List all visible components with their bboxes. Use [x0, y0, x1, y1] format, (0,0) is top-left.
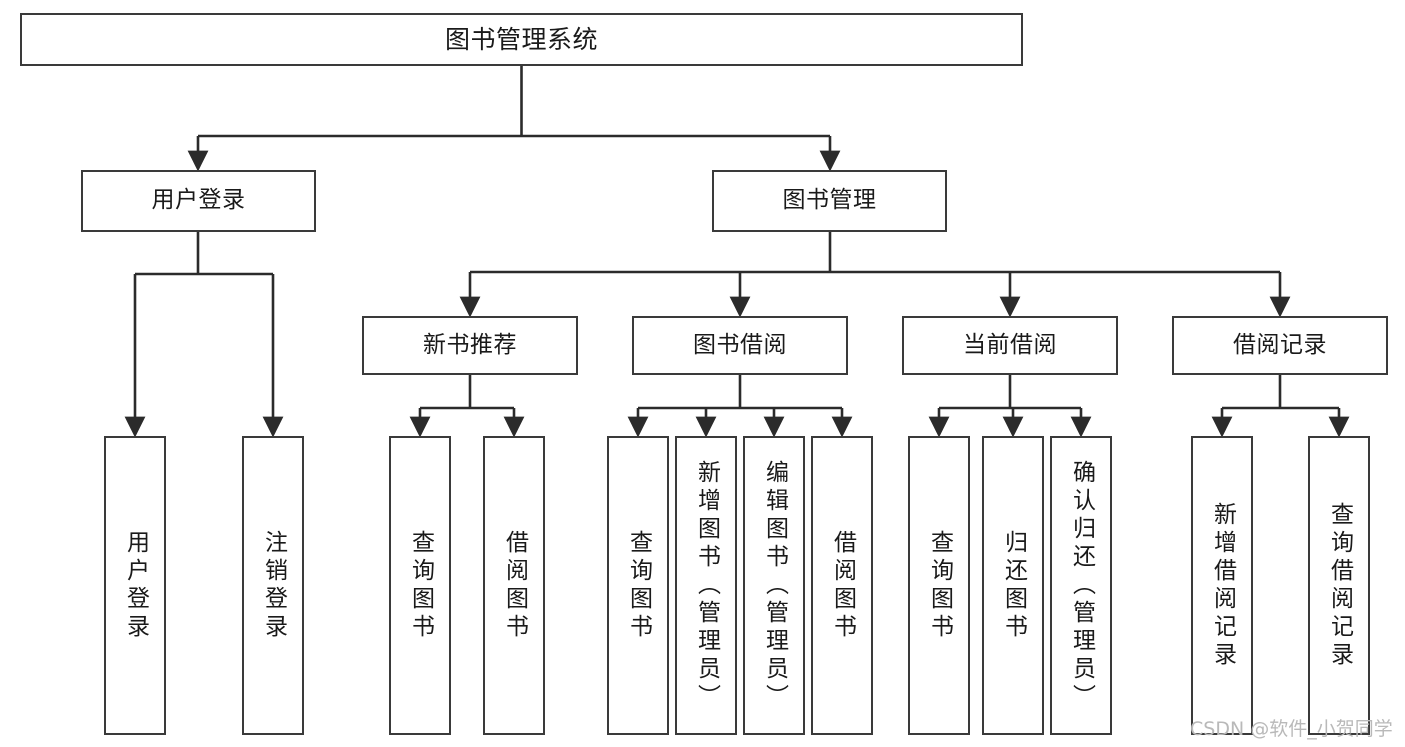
node-user-login[interactable]: 用户登录	[81, 170, 316, 232]
node-borrow-record-label: 借阅记录	[1233, 331, 1327, 358]
node-root-label: 图书管理系统	[444, 24, 598, 54]
node-leaf-query-book-2-label: 查询图书	[625, 529, 652, 642]
edges-borrow-record	[1211, 375, 1350, 438]
node-current-borrow[interactable]: 当前借阅	[902, 316, 1118, 375]
node-leaf-return-book-label: 归还图书	[1000, 529, 1027, 642]
node-leaf-query-book-3[interactable]: 查询图书	[908, 436, 970, 735]
node-root[interactable]: 图书管理系统	[20, 13, 1023, 66]
node-borrow-record[interactable]: 借阅记录	[1172, 316, 1388, 375]
node-leaf-add-borrow-record[interactable]: 新增借阅记录	[1191, 436, 1253, 735]
csdn-watermark: CSDN @软件_小贺同学	[1190, 718, 1393, 740]
node-leaf-edit-book-admin-label: 编辑图书（管理员）	[761, 459, 788, 712]
edges-user-login	[124, 232, 284, 438]
node-leaf-add-book-admin-label: 新增图书（管理员）	[693, 459, 720, 712]
edges-book-manage	[459, 232, 1291, 318]
node-user-login-label: 用户登录	[151, 187, 246, 214]
node-current-borrow-label: 当前借阅	[963, 331, 1057, 358]
node-leaf-confirm-return-admin-label: 确认归还（管理员）	[1068, 459, 1095, 712]
node-leaf-borrow-book-2[interactable]: 借阅图书	[811, 436, 873, 735]
edges-new-book-recommend	[409, 375, 525, 438]
node-leaf-query-book-1[interactable]: 查询图书	[389, 436, 451, 735]
node-leaf-borrow-book-1-label: 借阅图书	[501, 529, 528, 642]
node-leaf-logout-label: 注销登录	[260, 529, 287, 642]
node-leaf-logout[interactable]: 注销登录	[242, 436, 304, 735]
node-book-manage[interactable]: 图书管理	[712, 170, 947, 232]
node-leaf-return-book[interactable]: 归还图书	[982, 436, 1044, 735]
node-book-manage-label: 图书管理	[782, 187, 877, 214]
node-leaf-query-book-2[interactable]: 查询图书	[607, 436, 669, 735]
node-leaf-user-login-label: 用户登录	[122, 529, 149, 642]
node-leaf-add-borrow-record-label: 新增借阅记录	[1209, 501, 1236, 670]
node-leaf-borrow-book-2-label: 借阅图书	[829, 529, 856, 642]
node-leaf-edit-book-admin[interactable]: 编辑图书（管理员）	[743, 436, 805, 735]
node-book-borrow[interactable]: 图书借阅	[632, 316, 848, 375]
node-leaf-user-login[interactable]: 用户登录	[104, 436, 166, 735]
edges-root	[187, 66, 841, 172]
node-book-borrow-label: 图书借阅	[693, 331, 787, 358]
node-leaf-add-book-admin[interactable]: 新增图书（管理员）	[675, 436, 737, 735]
edges-current-borrow	[928, 375, 1092, 438]
node-leaf-confirm-return-admin[interactable]: 确认归还（管理员）	[1050, 436, 1112, 735]
node-new-book-recommend-label: 新书推荐	[423, 331, 517, 358]
node-leaf-query-book-3-label: 查询图书	[926, 529, 953, 642]
node-leaf-query-borrow-record-label: 查询借阅记录	[1326, 501, 1353, 670]
node-new-book-recommend[interactable]: 新书推荐	[362, 316, 578, 375]
node-leaf-borrow-book-1[interactable]: 借阅图书	[483, 436, 545, 735]
edges-book-borrow	[627, 375, 853, 438]
node-leaf-query-book-1-label: 查询图书	[407, 529, 434, 642]
node-leaf-query-borrow-record[interactable]: 查询借阅记录	[1308, 436, 1370, 735]
